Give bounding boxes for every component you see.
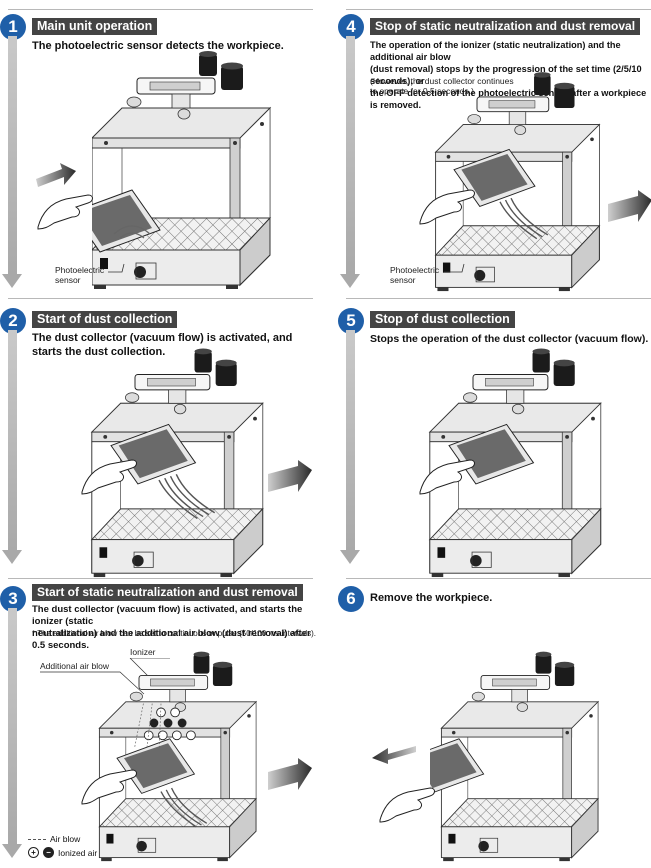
label-line: Photoelectric <box>55 265 105 275</box>
step-number: 3 <box>0 586 26 612</box>
operator-hand <box>81 459 137 495</box>
photoelectric-sensor-label: Photoelectric sensor <box>390 265 440 285</box>
ionizer-unit-illustration <box>92 50 271 290</box>
flow-arrow-head <box>2 550 22 564</box>
step-title: Stop of static neutralization and dust r… <box>370 18 641 35</box>
step-title: Main unit operation <box>32 18 158 35</box>
ionizer-unit-illustration <box>430 651 599 862</box>
step-description: The operation of the ionizer (static neu… <box>370 39 651 111</box>
flow-arrow-bar <box>8 36 17 274</box>
step-title: Stop of dust collection <box>370 311 515 328</box>
desc-line: The dust collector (vacuum flow) is acti… <box>32 604 303 627</box>
step-note: * The additional air blow can be set to … <box>32 629 317 638</box>
step-description: The dust collector (vacuum flow) is acti… <box>32 604 320 652</box>
operator-hand <box>419 189 475 225</box>
step-5-panel: 5 Stop of dust collection Stops the oper… <box>338 298 651 578</box>
step-description: Remove the workpiece. <box>370 592 493 604</box>
legend-ionized-air: + − Ionized air <box>28 847 97 858</box>
step-6-panel: 6 Remove the workpiece. <box>338 578 651 868</box>
note-line: to operate for 0.5 seconds.) <box>370 86 474 96</box>
label-line: Photoelectric <box>390 265 440 275</box>
desc-line: starts the dust collection. <box>32 346 166 358</box>
flow-arrow-head <box>340 550 360 564</box>
legend-label: Air blow <box>50 834 81 844</box>
divider <box>8 9 313 10</box>
step-1-panel: 1 Main unit operation The photoelectric … <box>0 0 320 300</box>
label-line: sensor <box>55 274 81 285</box>
step-2-panel: 2 Start of dust collection The dust coll… <box>0 298 320 578</box>
step-number: 2 <box>0 308 26 334</box>
flow-arrow-bar <box>346 330 355 550</box>
flow-arrow-bar <box>346 36 355 274</box>
insert-arrow <box>36 163 76 187</box>
operator-hand <box>81 769 137 805</box>
divider <box>8 578 313 579</box>
step-description: Stops the operation of the dust collecto… <box>370 333 649 345</box>
step-number: 1 <box>0 14 26 40</box>
ionizer-callout: Ionizer <box>130 647 156 657</box>
ionizer-unit-illustration <box>98 651 257 862</box>
step-description: The dust collector (vacuum flow) is acti… <box>32 331 292 359</box>
remove-arrow <box>372 746 416 764</box>
photoelectric-sensor-label: Photoelectric sensor <box>55 265 105 285</box>
air-blow-callout: Additional air blow <box>40 661 109 671</box>
flow-arrow-bar <box>8 608 17 844</box>
divider <box>8 298 313 299</box>
dashed-line-icon <box>28 838 46 840</box>
step-note: (However, the dust collector continues t… <box>370 76 514 96</box>
desc-line: the OFF detection of the photoelectric s… <box>370 88 647 110</box>
ionizer-unit-illustration <box>91 348 264 578</box>
desc-line: neutralization) and the additional air b… <box>32 628 311 651</box>
desc-line: (dust removal) stops by the progression … <box>370 64 642 86</box>
note-line: (However, the dust collector continues <box>370 76 514 86</box>
label-leader-line <box>108 263 125 273</box>
vacuum-flow-arrow <box>268 460 312 492</box>
step-title: Start of static neutralization and dust … <box>32 584 303 601</box>
divider <box>346 298 651 299</box>
minus-ion-icon: − <box>43 847 54 858</box>
label-line: sensor <box>390 274 416 285</box>
step-number: 6 <box>338 586 364 612</box>
flow-arrow-head <box>2 844 22 858</box>
ionizer-unit-illustration <box>435 71 600 292</box>
vacuum-flow-arrow <box>608 190 651 222</box>
divider <box>346 578 651 579</box>
step-title: Start of dust collection <box>32 311 178 328</box>
operator-hand <box>419 459 475 495</box>
desc-line: The operation of the ionizer (static neu… <box>370 40 621 62</box>
operator-hand <box>379 787 435 823</box>
flow-arrow-head <box>340 274 360 288</box>
flow-arrow-head <box>2 274 22 288</box>
step-3-panel: 3 Start of static neutralization and dus… <box>0 578 320 868</box>
legend-air-blow: Air blow <box>28 834 80 844</box>
desc-line: The dust collector (vacuum flow) is acti… <box>32 332 293 344</box>
vacuum-flow-arrow <box>268 758 312 790</box>
step-4-panel: 4 Stop of static neutralization and dust… <box>338 0 651 300</box>
divider <box>346 9 651 10</box>
legend-label: Ionized air <box>58 847 98 858</box>
flow-arrow-bar <box>8 330 17 550</box>
label-leader-line <box>444 263 465 273</box>
step-number: 5 <box>338 308 364 334</box>
operator-hand <box>37 194 93 230</box>
plus-ion-icon: + <box>28 847 39 858</box>
step-description: The photoelectric sensor detects the wor… <box>32 40 284 52</box>
step-number: 4 <box>338 14 364 40</box>
